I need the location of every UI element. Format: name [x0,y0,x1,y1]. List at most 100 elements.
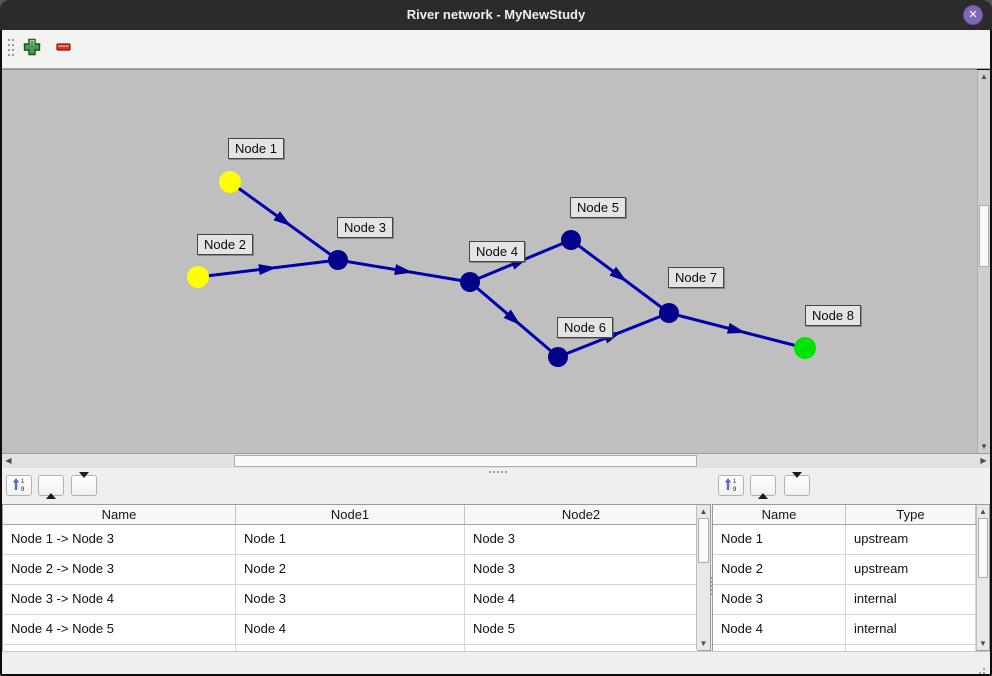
edge-arrow-icon [258,264,277,276]
resize-grip-icon[interactable] [983,668,985,670]
node-label-node-6[interactable]: Node 6 [557,317,613,338]
node-label-node-1[interactable]: Node 1 [228,138,284,159]
link-column-header-node2[interactable]: Node2 [465,505,698,524]
link-column-header-name[interactable]: Name [3,505,236,524]
graph-node-node-4[interactable] [460,272,480,292]
edge-arrow-icon [394,264,413,275]
scroll-down-icon[interactable]: ▼ [980,442,988,451]
close-icon[interactable]: ✕ [963,5,983,25]
move-link-up-button[interactable] [38,475,64,499]
graph-node-node-5[interactable] [561,230,581,250]
link-cell: Node 4 -> Node 5 [3,615,236,644]
scroll-up-icon[interactable]: ▲ [979,507,987,516]
canvas-vscroll-thumb[interactable] [979,205,989,267]
svg-text:1: 1 [21,479,25,485]
node-cell: upstream [846,555,976,584]
node-label-node-5[interactable]: Node 5 [570,197,626,218]
link-cell: Node 4 [465,585,698,614]
graph-node-node-7[interactable] [659,303,679,323]
canvas-horizontal-scrollbar[interactable]: ◀ ▶ [2,453,990,468]
node-cell: upstream [846,525,976,554]
graph-node-node-1[interactable] [219,171,241,193]
move-link-down-button[interactable] [71,472,97,496]
scroll-right-icon[interactable]: ▶ [980,456,987,465]
link-cell [236,645,465,651]
nodes-table-scrollbar[interactable]: ▲ ▼ [976,505,989,650]
sort-ascending-icon: 1 9 [724,477,737,493]
node-label-node-3[interactable]: Node 3 [337,217,393,238]
link-cell: Node 3 [465,525,698,554]
vertical-splitter-handle[interactable] [710,577,712,579]
scroll-down-icon[interactable]: ▼ [699,639,708,648]
sort-links-button[interactable]: 1 9 [6,475,32,496]
canvas-hscroll-thumb[interactable] [234,455,697,467]
nodes-scroll-thumb[interactable] [978,518,988,578]
canvas-vertical-scrollbar[interactable]: ▲ ▼ [977,70,990,453]
svg-text:1: 1 [733,479,737,485]
move-node-down-button[interactable] [784,472,810,496]
edge-arrow-icon [726,322,746,334]
node-label-node-2[interactable]: Node 2 [197,234,253,255]
remove-link-button[interactable] [54,38,74,58]
node-table-row[interactable] [713,645,976,651]
node-label-node-7[interactable]: Node 7 [668,267,724,288]
link-cell [3,645,236,651]
link-cell: Node 1 [236,525,465,554]
scroll-up-icon[interactable]: ▲ [699,507,708,516]
link-cell: Node 5 [465,615,698,644]
node-cell: Node 3 [713,585,846,614]
node-cell: Node 1 [713,525,846,554]
link-cell: Node 3 [465,555,698,584]
sort-ascending-icon: 1 9 [12,477,25,493]
node-column-header-name[interactable]: Name [713,505,846,524]
scroll-left-icon[interactable]: ◀ [5,456,12,465]
graph-node-node-6[interactable] [548,347,568,367]
move-node-up-button[interactable] [750,475,776,499]
graph-node-node-2[interactable] [187,266,209,288]
edge-arrow-icon [503,309,521,326]
node-label-node-4[interactable]: Node 4 [469,241,525,262]
minus-icon [56,43,71,51]
link-cell: Node 3 [236,585,465,614]
down-arrow-icon [792,472,802,493]
river-network-canvas[interactable]: Node 1 Node 2 Node 3 Node 4 Node 5 Node 6 Node… [2,69,977,453]
link-column-header-node1[interactable]: Node1 [236,505,465,524]
up-arrow-icon [758,478,768,499]
svg-text:9: 9 [21,487,25,492]
node-cell: internal [846,615,976,644]
graph-node-node-3[interactable] [328,250,348,270]
scroll-down-icon[interactable]: ▼ [979,639,987,648]
link-cell: Node 2 [236,555,465,584]
toolbar-drag-handle-icon[interactable] [8,39,14,59]
horizontal-splitter-handle[interactable] [2,468,990,477]
scroll-up-icon[interactable]: ▲ [980,72,988,81]
links-scroll-thumb[interactable] [698,518,709,563]
title-bar[interactable]: River network - MyNewStudy ✕ [0,0,992,30]
node-cell [713,645,846,651]
links-table-scrollbar[interactable]: ▲ ▼ [696,505,710,650]
add-link-button[interactable] [22,38,42,58]
link-cell: Node 4 [236,615,465,644]
node-column-header-type[interactable]: Type [846,505,976,524]
graph-node-node-8[interactable] [794,337,816,359]
up-arrow-icon [46,478,56,499]
sort-nodes-button[interactable]: 1 9 [718,475,744,496]
node-label-node-8[interactable]: Node 8 [805,305,861,326]
node-cell: internal [846,585,976,614]
